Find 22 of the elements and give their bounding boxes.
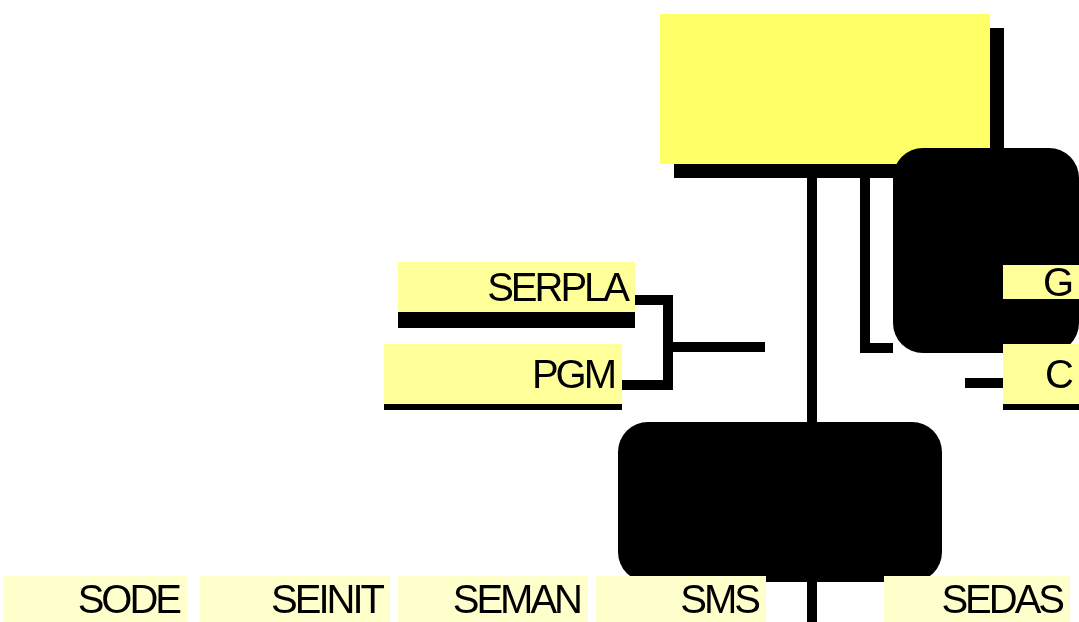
node-label: SEDAS <box>941 579 1062 619</box>
tab-box <box>884 576 1070 622</box>
node-label: SODE <box>77 579 179 619</box>
tab-box <box>596 576 766 622</box>
rounded-block <box>618 422 942 582</box>
node-label: SERPLA <box>487 267 627 307</box>
tab-box <box>3 576 187 622</box>
label-box <box>384 344 622 410</box>
node-label: SEINIT <box>271 579 382 619</box>
node-label: C <box>1045 354 1071 394</box>
connector-line <box>807 582 817 622</box>
node-label: PGM <box>531 354 614 394</box>
rounded-block <box>893 148 1079 353</box>
node-label: SMS <box>680 579 758 619</box>
label-box <box>1003 344 1079 410</box>
tab-box <box>200 576 390 622</box>
connector-line <box>965 378 1003 388</box>
label-box <box>398 262 635 328</box>
node-label: SEMAN <box>452 579 580 619</box>
node-label: G <box>1042 262 1071 302</box>
label-box <box>1003 265 1079 299</box>
tab-box <box>398 576 588 622</box>
